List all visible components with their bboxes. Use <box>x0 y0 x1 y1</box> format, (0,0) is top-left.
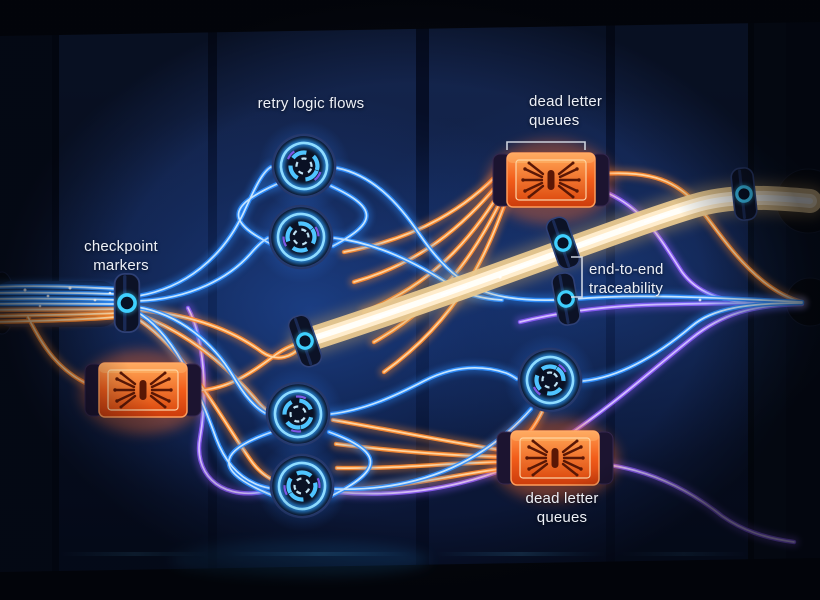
label-checkpoint-markers: checkpoint markers <box>61 237 181 275</box>
label-text: queues <box>536 509 588 526</box>
label-dead-letter-queues-top: dead letter queues <box>529 92 602 130</box>
label-dead-letter-queues-bottom: dead letter queues <box>502 489 622 527</box>
label-end-to-end-traceability: end-to-end traceability <box>589 260 664 298</box>
label-text: dead letter <box>529 93 603 110</box>
label-text: traceability <box>589 280 664 297</box>
label-retry-logic-flows: retry logic flows <box>236 94 386 113</box>
label-text: queues <box>529 112 580 129</box>
label-text: dead letter <box>525 490 599 507</box>
label-text: retry logic flows <box>257 95 365 112</box>
label-text: markers <box>93 257 149 274</box>
label-text: end-to-end <box>589 261 664 278</box>
label-text: checkpoint <box>84 238 158 255</box>
